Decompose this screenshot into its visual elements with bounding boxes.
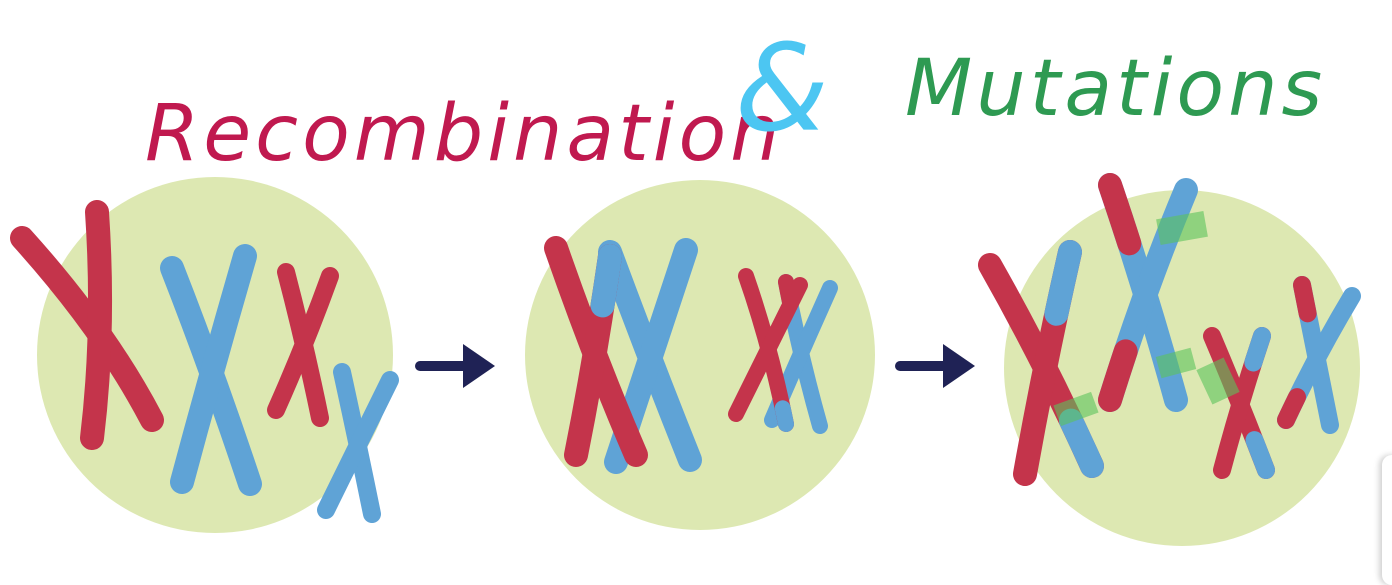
- arrow-head: [943, 344, 975, 388]
- chromatid-band: [1277, 388, 1306, 429]
- chromatid-band: [1044, 240, 1082, 326]
- chromatid-band: [1058, 408, 1104, 478]
- mutation-patch: [1196, 357, 1240, 405]
- chromatid-band: [1098, 339, 1138, 412]
- chromatid: [317, 371, 399, 519]
- chromatid: [728, 277, 808, 422]
- chromatid-band: [1098, 173, 1142, 256]
- recombination-mutation-diagram: Recombination & Mutations: [10, 20, 1361, 546]
- title-ampersand: &: [735, 20, 829, 159]
- chromatid-arm: [317, 371, 399, 519]
- mutation-patch: [1156, 211, 1208, 245]
- arrow-head: [463, 344, 495, 388]
- mutation-patch: [1053, 391, 1099, 427]
- title-recombination: Recombination: [145, 89, 784, 179]
- title-mutations: Mutations: [905, 44, 1326, 134]
- mutation-patch: [1155, 347, 1197, 379]
- chromatid-arm: [170, 244, 257, 494]
- overlay-card-edge: [1382, 455, 1392, 585]
- chromatid: [80, 200, 113, 450]
- chromatid-arm: [267, 267, 339, 419]
- chromatid-arm: [728, 277, 808, 422]
- chromatid: [1213, 327, 1271, 479]
- chromatid-band: [1244, 327, 1271, 372]
- chromatid-band: [1293, 276, 1317, 323]
- chromatid: [267, 267, 339, 419]
- chromatid: [1013, 240, 1082, 486]
- chromatid-band: [590, 244, 622, 318]
- cell-recombination: [525, 180, 875, 530]
- arrow-icon: [415, 344, 495, 388]
- chromatid-band: [774, 400, 794, 432]
- chromatid: [1277, 287, 1361, 429]
- chromatid-arm: [80, 200, 113, 450]
- chromatid: [1098, 178, 1198, 412]
- chromatid: [564, 244, 622, 467]
- chromatid: [170, 244, 257, 494]
- chromatid-band: [1245, 431, 1275, 479]
- arrow-icon: [895, 344, 975, 388]
